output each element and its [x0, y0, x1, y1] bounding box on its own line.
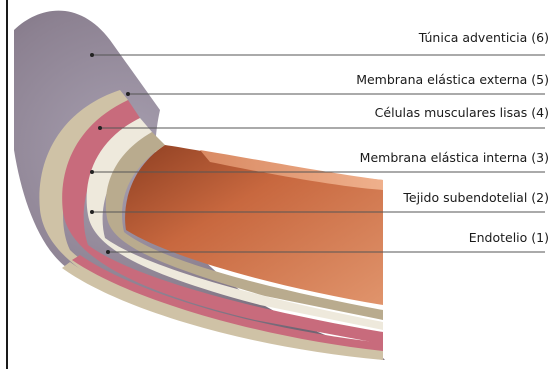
label-membrana-elastica-externa: Membrana elástica externa (5)	[356, 72, 549, 87]
label-tunica-adventicia: Túnica adventicia (6)	[419, 30, 549, 45]
label-membrana-elastica-interna: Membrana elástica interna (3)	[360, 150, 549, 165]
label-endotelio: Endotelio (1)	[469, 230, 549, 245]
label-celulas-musculares-lisas: Células musculares lisas (4)	[375, 105, 549, 120]
label-tejido-subendotelial: Tejido subendotelial (2)	[403, 190, 549, 205]
